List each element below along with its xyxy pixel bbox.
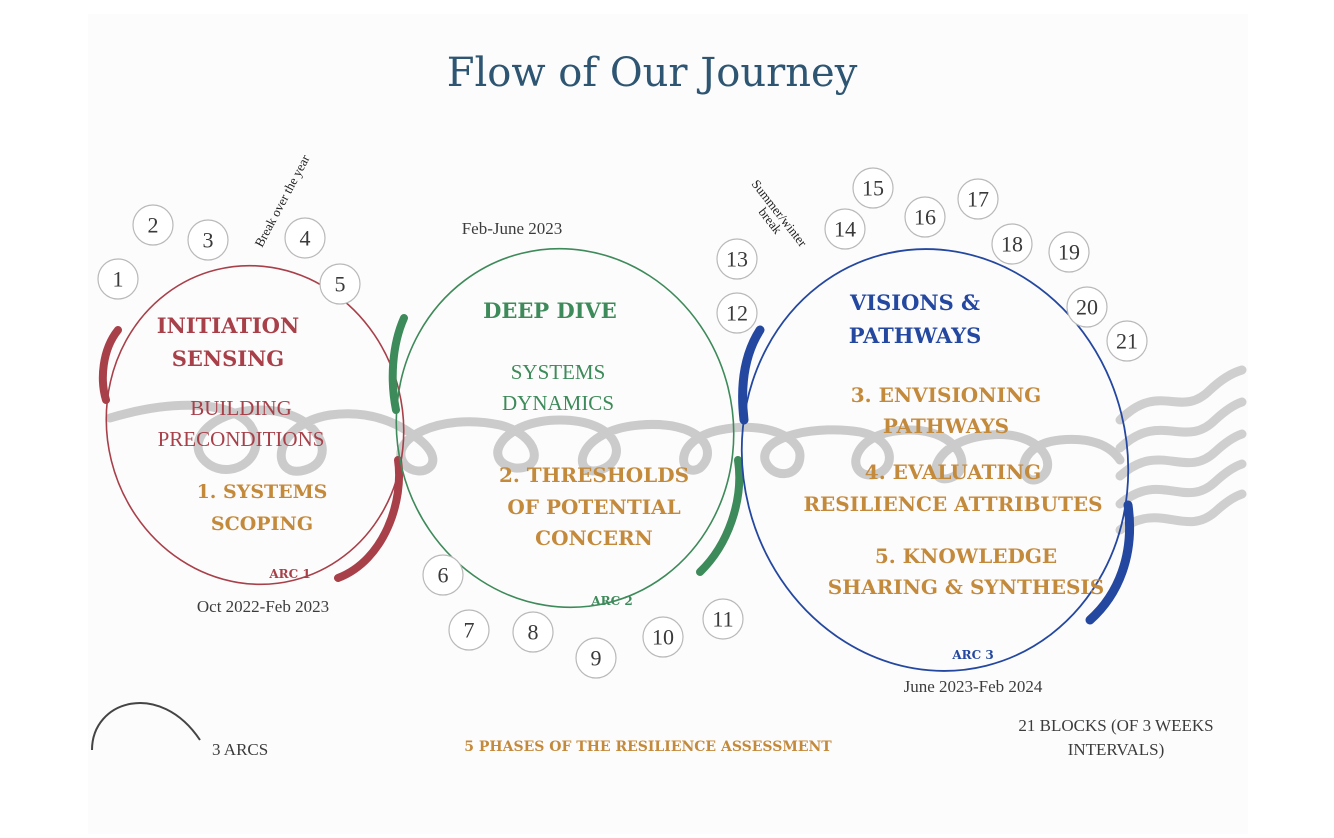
block-number: 11: [712, 607, 733, 632]
arc2-sub-line1: SYSTEMS: [511, 360, 606, 384]
block-number: 7: [464, 618, 475, 643]
arc3-phase3-line1: 3. ENVISIONING: [851, 383, 1041, 407]
block-number: 5: [335, 272, 346, 297]
block-number: 9: [591, 646, 602, 671]
block-bubble-14: 14: [824, 208, 866, 250]
block-bubble-12: 12: [716, 292, 758, 334]
block-bubble-19: 19: [1048, 231, 1090, 273]
block-number: 17: [967, 187, 989, 212]
block-bubble-21: 21: [1106, 320, 1148, 362]
arc3-heading-line2: PATHWAYS: [849, 323, 982, 348]
block-number: 12: [726, 301, 748, 326]
page-title: Flow of Our Journey: [447, 50, 858, 96]
arc3-phase4-line1: 4. EVALUATING: [865, 460, 1041, 484]
loop-ribbon: [105, 400, 1125, 485]
block-number: 2: [148, 213, 159, 238]
block-bubble-20: 20: [1066, 286, 1108, 328]
arc3-heading-line1: VISIONS &: [849, 290, 980, 315]
legend-arcs: 3 ARCS: [212, 740, 268, 759]
block-bubble-18: 18: [991, 223, 1033, 265]
block-number: 10: [652, 625, 674, 650]
arc3-phase5-line2: SHARING & SYNTHESIS: [828, 575, 1104, 599]
block-bubble-15: 15: [852, 167, 894, 209]
block-bubble-17: 17: [957, 178, 999, 220]
block-bubble-16: 16: [904, 196, 946, 238]
legend-blocks-line2: INTERVALS): [1068, 740, 1165, 759]
block-bubble-2: 2: [132, 204, 174, 246]
block-number: 15: [862, 176, 884, 201]
block-number: 8: [528, 620, 539, 645]
block-number: 13: [726, 247, 748, 272]
arc3-date: June 2023-Feb 2024: [904, 677, 1043, 696]
arc2-sub-line2: DYNAMICS: [502, 391, 614, 415]
arc-3: [738, 248, 1135, 672]
arc3-label: ARC 3: [951, 648, 993, 662]
block-bubble-11: 11: [702, 598, 744, 640]
block-number: 1: [113, 267, 124, 292]
block-bubble-6: 6: [422, 554, 464, 596]
block-bubble-13: 13: [716, 238, 758, 280]
arc1-date: Oct 2022-Feb 2023: [197, 597, 329, 616]
block-number: 6: [438, 563, 449, 588]
arc2-phase-line3: CONCERN: [535, 526, 653, 550]
block-number: 4: [300, 226, 311, 251]
arc3-phase5-line1: 5. KNOWLEDGE: [875, 544, 1057, 568]
block-bubble-3: 3: [187, 219, 229, 261]
block-bubble-4: 4: [284, 217, 326, 259]
arc-2: [388, 247, 744, 609]
wave-lines: [1115, 365, 1247, 535]
block-number: 14: [834, 217, 856, 242]
block-number: 16: [914, 205, 936, 230]
arc1-heading-line1: INITIATION: [157, 313, 299, 338]
block-number: 19: [1058, 240, 1080, 265]
arc1-phase-line1: 1. SYSTEMS: [197, 481, 328, 503]
block-number: 3: [203, 228, 214, 253]
arc1-label: ARC 1: [268, 567, 310, 581]
block-number: 20: [1076, 295, 1098, 320]
legend-arc-icon: [91, 702, 201, 751]
arc1-sub-line2: PRECONDITIONS: [158, 427, 325, 451]
block-bubble-9: 9: [575, 637, 617, 679]
block-bubble-8: 8: [512, 611, 554, 653]
block-bubble-5: 5: [319, 263, 361, 305]
block-number: 18: [1001, 232, 1023, 257]
legend-phases: 5 PHASES OF THE RESILIENCE ASSESSMENT: [464, 739, 832, 755]
arc3-phase3-line2: PATHWAYS: [883, 414, 1009, 438]
block-bubble-1: 1: [97, 258, 139, 300]
arc2-phase-line2: OF POTENTIAL: [507, 495, 680, 519]
legend-blocks-line1: 21 BLOCKS (OF 3 WEEKS: [1018, 716, 1213, 735]
block-number: 21: [1116, 329, 1138, 354]
arc2-label: ARC 2: [590, 594, 632, 608]
arc1-heading-line2: SENSING: [172, 346, 285, 371]
arc1-sub-line1: BUILDING: [190, 396, 291, 420]
arc2-heading: DEEP DIVE: [483, 298, 617, 323]
arc2-phase-line1: 2. THRESHOLDS: [499, 463, 689, 487]
block-bubble-7: 7: [448, 609, 490, 651]
block-bubble-10: 10: [642, 616, 684, 658]
arc1-phase-line2: SCOPING: [211, 513, 313, 535]
arc3-phase4-line2: RESILIENCE ATTRIBUTES: [803, 492, 1102, 516]
arc2-date: Feb-June 2023: [462, 219, 563, 238]
